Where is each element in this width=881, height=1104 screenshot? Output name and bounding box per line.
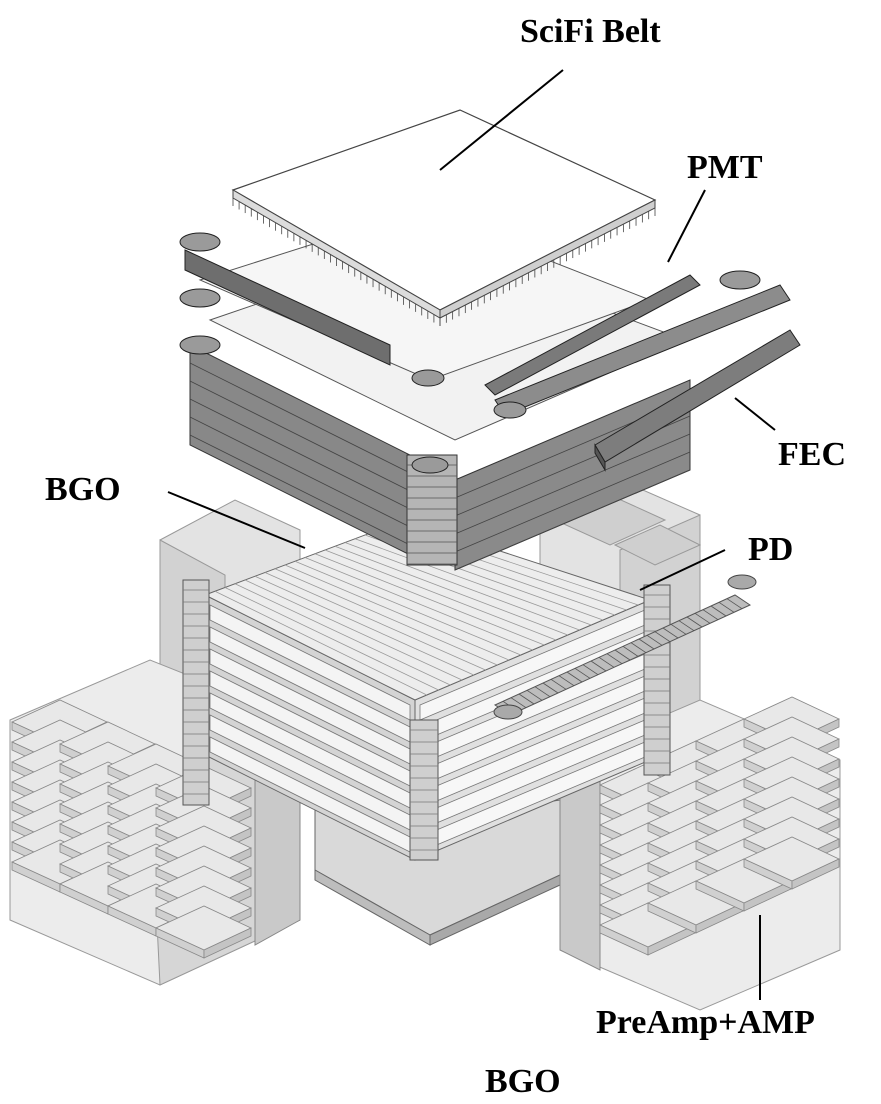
pd-segment <box>654 631 671 642</box>
pd-segment <box>726 598 743 609</box>
pd-segment <box>510 697 527 708</box>
bgo-crystal-bar <box>214 590 427 696</box>
label-fec: FEC <box>778 436 846 473</box>
pd-segment <box>614 649 631 661</box>
pd-segment <box>710 605 727 617</box>
pd-segment <box>702 609 719 620</box>
pd-segment <box>678 620 695 631</box>
preamp-tray-side <box>743 880 792 912</box>
label-scifi-belt: SciFi Belt <box>520 13 661 50</box>
bgo-crystal-bar <box>224 587 439 691</box>
bgo-main-block <box>182 519 757 861</box>
scifi-right-row <box>454 451 691 553</box>
preamp-tray-side <box>203 927 252 959</box>
preamp-tray-side <box>647 924 696 956</box>
pd-segment <box>598 657 615 668</box>
labels: SciFi Belt PMT FEC BGO PD PreAmp+AMP BGO <box>45 13 846 1100</box>
scifi-left-row <box>189 398 411 510</box>
bgo-crystal-bar <box>264 572 486 671</box>
figure-caption: BGO <box>485 1063 561 1100</box>
right-preamp-stack <box>559 696 841 1011</box>
pd-segment <box>622 646 639 657</box>
pd-segment <box>550 679 567 690</box>
pd-segment <box>606 653 623 664</box>
pd-segment <box>526 690 543 701</box>
preamp-tray-side <box>695 902 744 934</box>
bgo-crystal-bar <box>284 564 510 661</box>
pd-segment <box>558 675 575 686</box>
bgo-crystal-bar <box>334 545 568 636</box>
label-bgo-side: BGO <box>45 471 121 508</box>
leader-pd <box>639 549 726 591</box>
pd-segment <box>630 642 647 653</box>
label-pd: PD <box>748 531 793 568</box>
pd-segment <box>534 686 551 697</box>
bgo-crystal-bar <box>254 575 474 676</box>
pd-segment <box>518 693 535 705</box>
scifi-left-row <box>189 416 411 528</box>
pd-segment <box>662 627 679 639</box>
pd-segment <box>646 635 663 646</box>
scifi-right-row <box>454 469 691 571</box>
pd-segment <box>574 668 591 679</box>
label-pmt: PMT <box>687 149 763 186</box>
bgo-crystal-bar <box>274 568 498 666</box>
leader-scifi-belt <box>439 69 564 171</box>
bgo-crystal-bar <box>314 553 545 646</box>
scifi-assembly <box>179 109 801 571</box>
pd-segment <box>686 616 703 628</box>
pd-segment <box>718 602 735 613</box>
leader-bgo <box>167 491 306 549</box>
leader-fec <box>734 397 776 431</box>
bgo-crystal-bar <box>304 557 533 651</box>
pd-segment <box>582 664 599 675</box>
pd-segment <box>542 682 559 694</box>
preamp-tray-side <box>791 858 840 890</box>
scifi-right-row <box>454 433 691 535</box>
scifi-left-row <box>189 380 411 492</box>
bgo-crystal-bar <box>234 583 451 686</box>
scifi-left-row <box>189 362 411 474</box>
pd-segment <box>566 671 583 683</box>
pd-segment <box>638 638 655 650</box>
pd-segment <box>590 660 607 672</box>
bgo-crystal-bar <box>294 560 521 656</box>
pd-segment <box>694 613 711 624</box>
label-preamp-amp: PreAmp+AMP <box>596 1004 815 1041</box>
bgo-crystal-bar <box>344 542 580 631</box>
pd-segment <box>670 624 687 635</box>
leader-pmt <box>667 189 706 263</box>
bgo-crystal-bar <box>354 538 592 626</box>
bgo-crystal-bar <box>244 579 463 681</box>
bgo-crystal-bar <box>324 549 557 641</box>
scifi-left-row <box>189 434 411 546</box>
